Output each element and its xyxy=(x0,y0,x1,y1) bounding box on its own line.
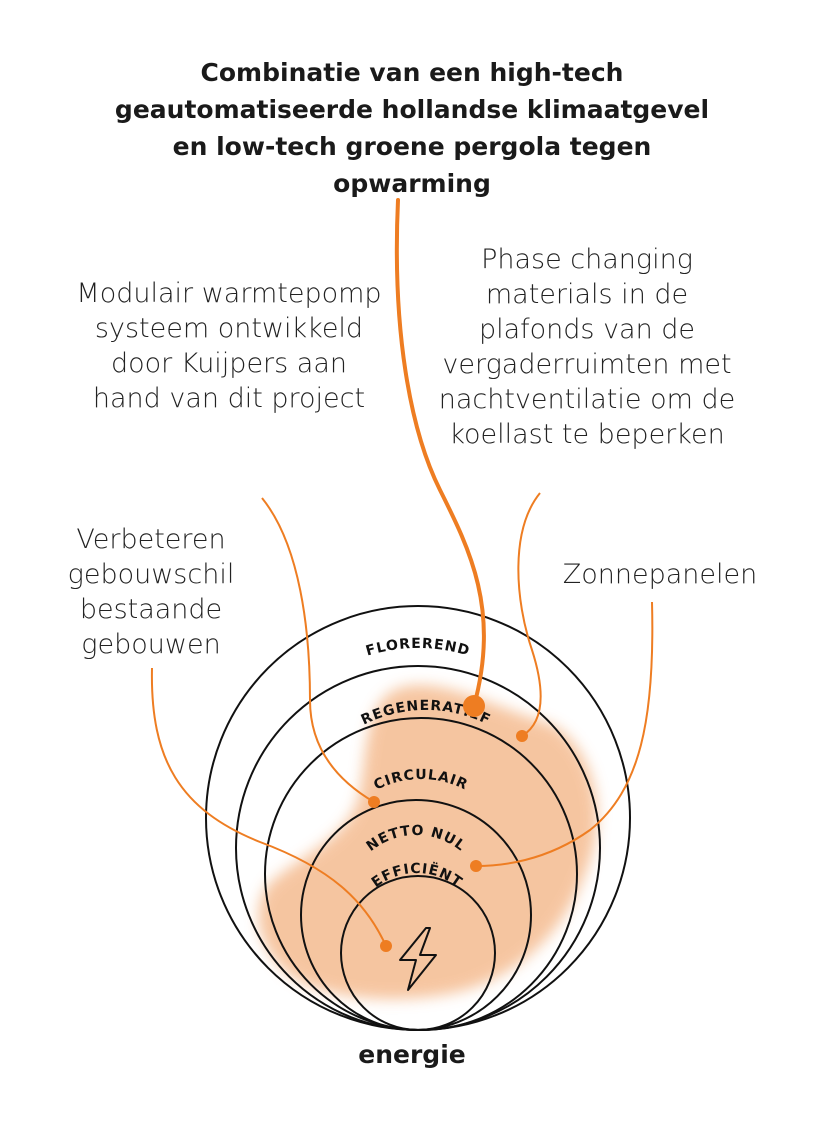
lightning-bolt-icon xyxy=(399,927,437,991)
leader-line-gebouwschil xyxy=(150,667,387,947)
annotation-modulair-warmtepomp: Modulair warmtepomp systeem ontwikkeld d… xyxy=(76,278,382,414)
annotation-phase-changing-materials: Phase changing materials in de plafonds … xyxy=(438,244,736,450)
dot-gebouwschil xyxy=(380,940,392,952)
dot-zonnepanelen xyxy=(470,860,482,872)
center-label: energie xyxy=(358,1040,466,1069)
annotation-zonnepanelen: Zonnepanelen xyxy=(562,559,758,590)
leader-line-modulair xyxy=(261,497,375,803)
annotation-gebouwschil: Verbeteren gebouwschil bestaande gebouwe… xyxy=(67,524,235,660)
ring-efficient xyxy=(340,875,496,1031)
leader-line-zonnepanelen xyxy=(475,601,654,867)
dot-title xyxy=(463,695,485,717)
ring-label-florerend: FLOREREND xyxy=(364,636,472,660)
leader-line-title xyxy=(394,198,486,708)
leader-line-phase xyxy=(517,492,542,737)
diagram-title: Combinatie van een high-tech geautomatis… xyxy=(114,58,710,198)
highlight-blob xyxy=(258,685,598,999)
dot-modulair xyxy=(368,796,380,808)
dot-phase xyxy=(516,730,528,742)
